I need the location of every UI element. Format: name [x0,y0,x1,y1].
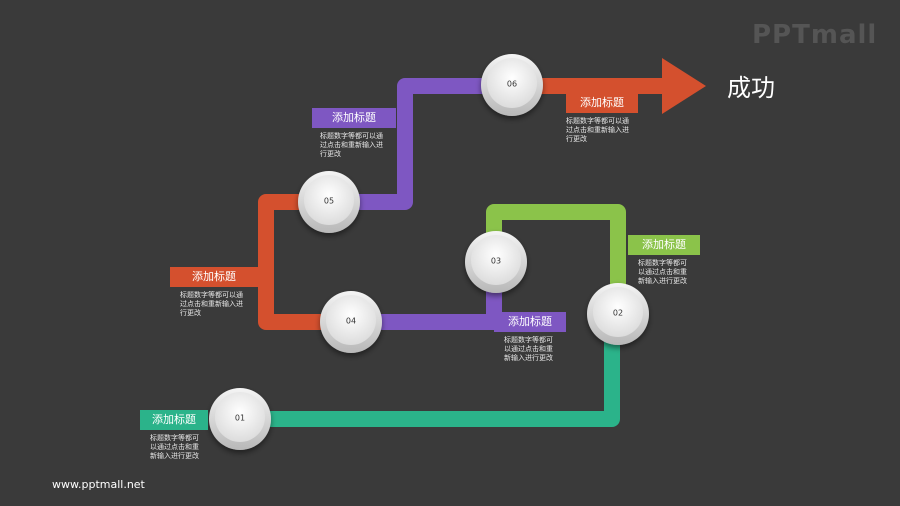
step-node-04[interactable] [320,291,382,353]
step-number: 05 [324,197,334,206]
step-node-01[interactable] [209,388,271,450]
brand-logo: PPTmall [752,20,878,50]
step-number: 01 [235,414,245,423]
step-node-face [326,295,376,345]
step-title-04[interactable]: 添加标题 [170,267,258,287]
step-desc-04: 标题数字等都可以通 过点击和重新输入进 行更改 [180,291,243,317]
step-node-06[interactable] [481,54,543,116]
step-node-face [593,287,643,337]
step-number: 04 [346,317,356,326]
website-link[interactable]: www.pptmall.net [52,478,145,491]
step-desc-02: 标题数字等都可 以通过点击和重 新输入进行更改 [638,259,687,285]
step-desc-03: 标题数字等都可 以通过点击和重 新输入进行更改 [504,336,553,362]
goal-label: 成功 [727,74,775,102]
step-node-02[interactable] [587,283,649,345]
step-node-05[interactable] [298,171,360,233]
step-number: 02 [613,309,623,318]
step-title-05[interactable]: 添加标题 [312,108,396,128]
step-node-03[interactable] [465,231,527,293]
success-arrow [530,58,706,114]
step-title-06[interactable]: 添加标题 [566,93,638,113]
step-desc-01: 标题数字等都可 以通过点击和重 新输入进行更改 [150,434,199,460]
path-segment-orange [258,194,351,330]
step-number: 03 [491,257,501,266]
path-segment-purple-upper [328,78,512,210]
step-number: 06 [507,80,517,89]
step-desc-05: 标题数字等都可以通 过点击和重新输入进 行更改 [320,132,383,158]
step-title-02[interactable]: 添加标题 [628,235,700,255]
step-title-01[interactable]: 添加标题 [140,410,208,430]
step-node-face [487,58,537,108]
step-desc-06: 标题数字等都可以通 过点击和重新输入进 行更改 [566,117,629,143]
step-title-03[interactable]: 添加标题 [494,312,566,332]
step-node-face [304,175,354,225]
step-node-face [471,235,521,285]
step-node-face [215,392,265,442]
path-segment-teal [240,318,620,427]
